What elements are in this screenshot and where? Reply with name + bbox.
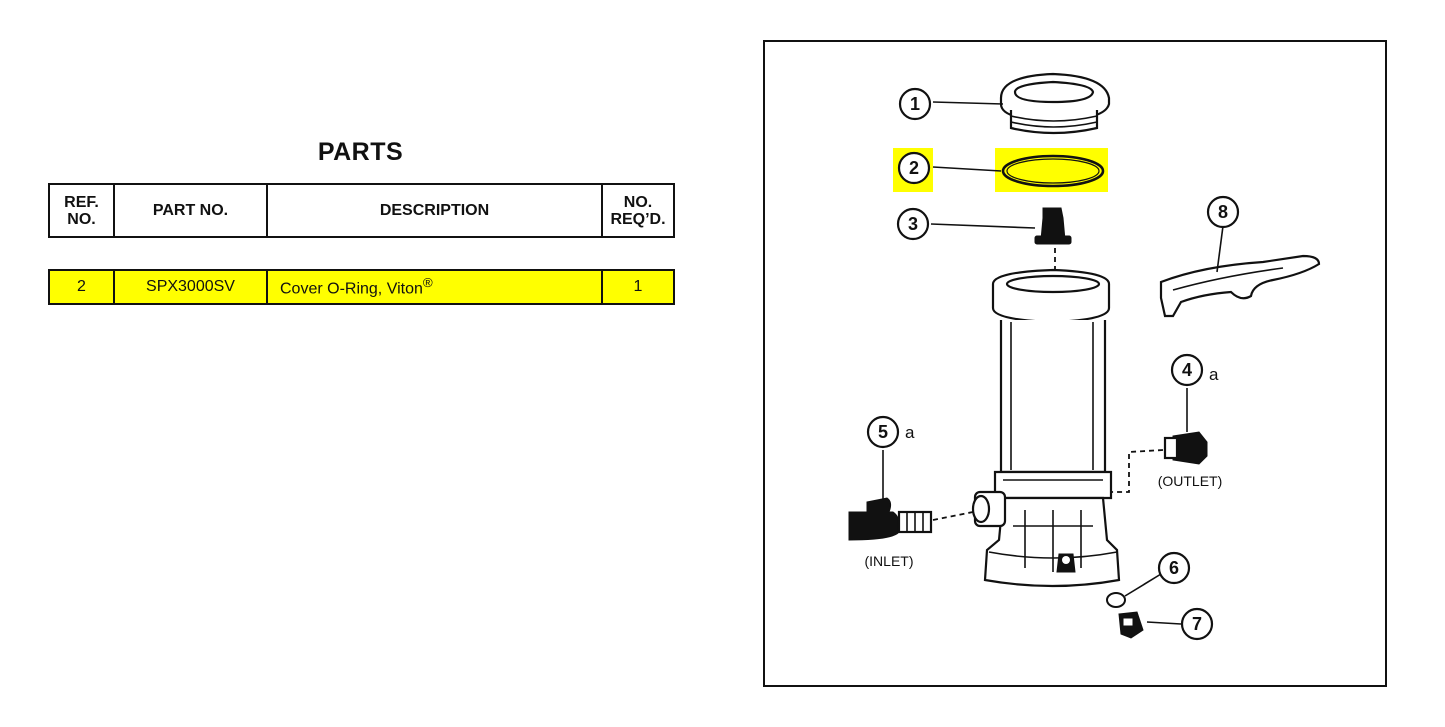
cell-part-no: SPX3000SV (113, 269, 268, 305)
drain-fitting (1056, 553, 1076, 573)
registered-mark: ® (422, 275, 433, 291)
canister-body (983, 268, 1121, 588)
svg-text:8: 8 (1218, 202, 1228, 222)
callout-4: 4 a (1170, 353, 1219, 387)
parts-table: REF. NO. PART NO. DESCRIPTION NO. REQ’D.… (48, 183, 675, 305)
svg-text:4: 4 (1182, 360, 1192, 380)
table-spacer (49, 236, 674, 271)
inlet-label: (INLET) (865, 553, 914, 569)
cell-ref: 2 (48, 269, 115, 305)
part-2-o-ring (932, 154, 1105, 188)
table-header-row: REF. NO. PART NO. DESCRIPTION NO. REQ’D. (48, 183, 675, 238)
part-1-cover (932, 72, 1111, 135)
callout-6: 6 (1157, 551, 1191, 585)
parts-title: PARTS (317, 138, 404, 166)
cell-qty: 1 (601, 269, 675, 305)
inlet-port (971, 490, 1007, 528)
svg-text:7: 7 (1192, 614, 1202, 634)
callout-2: 2 (897, 151, 931, 185)
callout-5: 5 a (866, 415, 915, 449)
col-part-no: PART NO. (113, 183, 268, 238)
callout-1: 1 (898, 87, 932, 121)
col-ref-no: REF. NO. (48, 183, 115, 238)
callout-5-suffix: a (905, 423, 915, 442)
cell-description: Cover O-Ring, Viton® (266, 269, 603, 305)
callout-7: 7 (1180, 607, 1214, 641)
callout-8: 8 (1206, 195, 1240, 229)
outlet-label: (OUTLET) (1158, 473, 1223, 489)
part-4-outlet-fitting (1111, 388, 1208, 493)
part-6-small-o-ring (1106, 573, 1162, 608)
svg-text:3: 3 (908, 214, 918, 234)
part-8-wrench (1159, 225, 1321, 318)
col-no-reqd: NO. REQ’D. (601, 183, 675, 238)
svg-text:6: 6 (1169, 558, 1179, 578)
exploded-parts-diagram: .ol { fill: #ffffff; stroke: #111; strok… (763, 40, 1387, 687)
part-5-inlet-valve (848, 450, 974, 541)
col-description: DESCRIPTION (266, 183, 603, 238)
callout-3: 3 (896, 207, 930, 241)
svg-text:2: 2 (909, 158, 919, 178)
part-7-drain-plug (1118, 611, 1182, 639)
svg-text:5: 5 (878, 422, 888, 442)
callout-4-suffix: a (1209, 365, 1219, 384)
table-row: 2 SPX3000SV Cover O-Ring, Viton® 1 (48, 269, 675, 305)
svg-text:1: 1 (910, 94, 920, 114)
part-3-element (930, 207, 1072, 300)
